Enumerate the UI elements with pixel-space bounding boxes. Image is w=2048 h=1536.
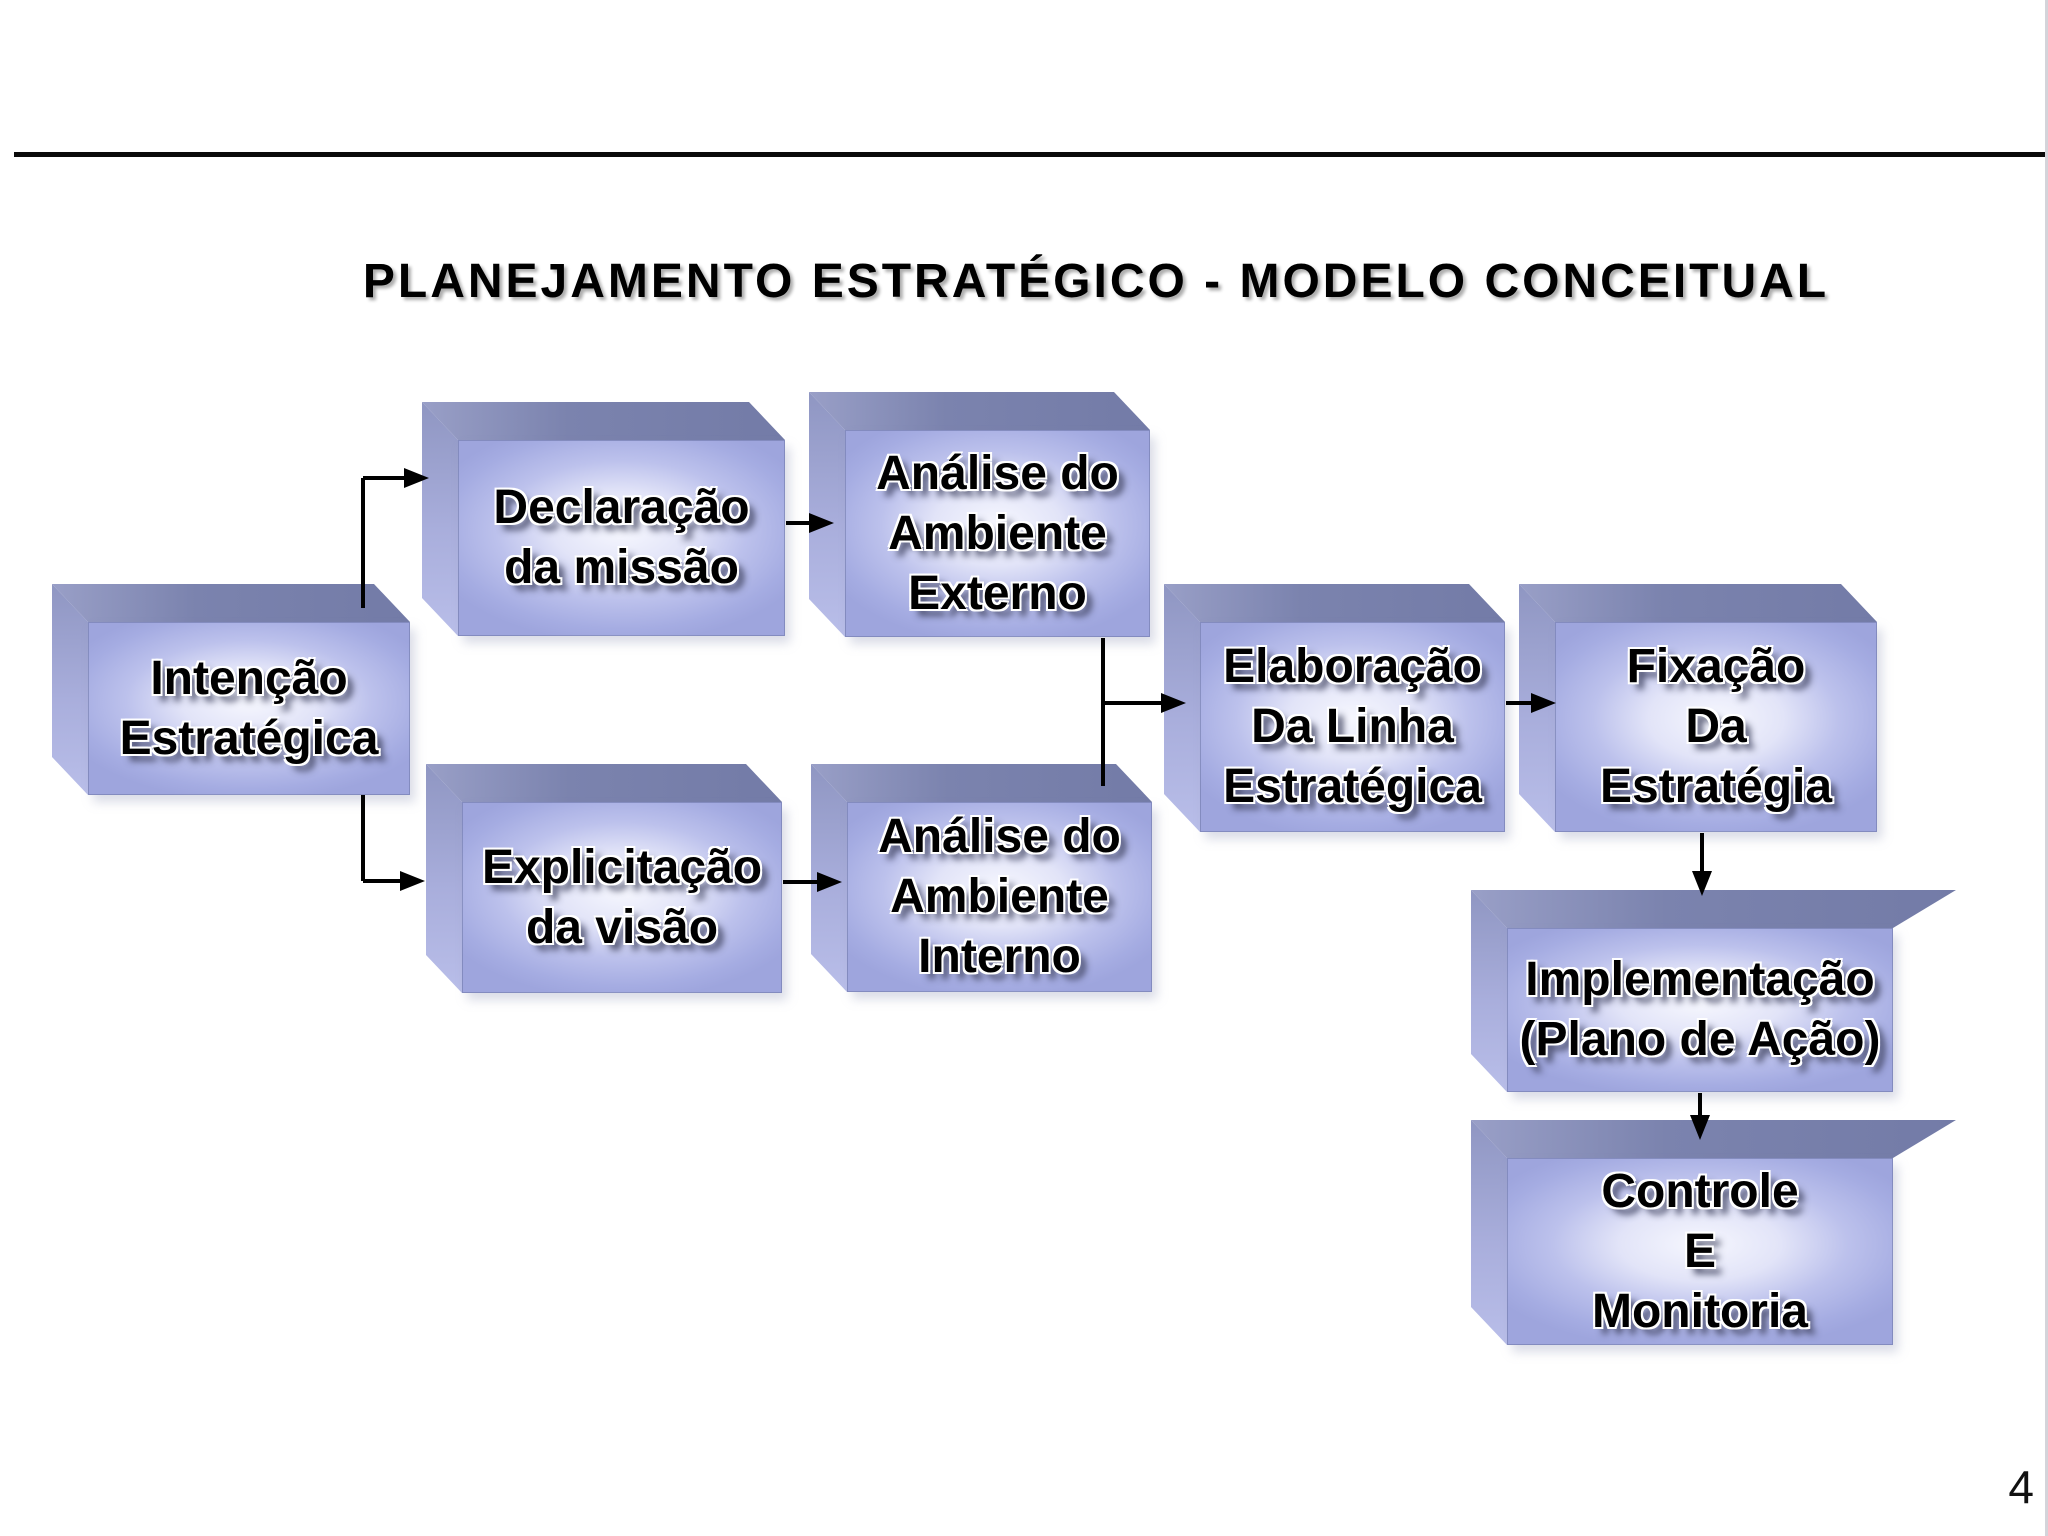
box-left-face	[422, 402, 458, 636]
box-label-line: Controle	[1601, 1164, 1799, 1218]
box-top-face	[426, 764, 782, 802]
box-front-face: Implementação (Plano de Ação)	[1507, 928, 1893, 1092]
box-elaboracao-linha-estrategica: Elaboração Da Linha Estratégica	[1200, 622, 1505, 832]
box-declaracao-da-missao: Declaração da missão	[458, 440, 785, 636]
box-controle-e-monitoria: Controle E Monitoria	[1507, 1158, 1893, 1345]
box-left-face	[809, 392, 845, 637]
box-front-face: Elaboração Da Linha Estratégica	[1200, 622, 1505, 832]
box-label-line: Externo	[908, 566, 1087, 620]
box-label-line: (Plano de Ação)	[1519, 1013, 1881, 1066]
box-top-face	[1164, 584, 1505, 622]
box-front-face: Explicitação da visão	[462, 802, 782, 993]
box-label-line: Ambiente	[890, 870, 1109, 923]
box-explicitacao-da-visao: Explicitação da visão	[462, 802, 782, 993]
box-front-face: Fixação Da Estratégia	[1555, 622, 1877, 832]
box-front-face: Declaração da missão	[458, 440, 785, 636]
box-top-face	[1471, 890, 1956, 928]
box-label-line: E	[1683, 1224, 1716, 1278]
box-label-line: Estratégica	[119, 711, 379, 765]
box-front-face: Análise do Ambiente Externo	[845, 430, 1150, 637]
box-label-line: da missão	[504, 541, 739, 594]
box-label-line: Da Linha	[1251, 700, 1454, 753]
box-front-face: Análise do Ambiente Interno	[847, 802, 1152, 992]
box-top-face	[1519, 584, 1877, 622]
box-left-face	[811, 764, 847, 992]
connector-intencao-explicitacao	[361, 795, 425, 891]
page-number: 4	[2008, 1461, 2034, 1513]
box-label-line: Interno	[918, 930, 1081, 983]
box-left-face	[52, 584, 88, 795]
box-fixacao-da-estrategia: Fixação Da Estratégia	[1555, 622, 1877, 832]
box-label-line: Da	[1685, 700, 1747, 753]
box-left-face	[1471, 890, 1507, 1092]
box-top-face	[809, 392, 1150, 430]
box-label-line: Explicitação	[481, 840, 763, 894]
box-label-line: Monitoria	[1592, 1284, 1808, 1338]
box-label-line: Ambiente	[888, 506, 1107, 560]
connector-fixacao-implementacao	[1692, 833, 1712, 896]
box-label-line: Declaração	[493, 481, 750, 534]
box-front-face: Intenção Estratégica	[88, 622, 410, 795]
box-top-face	[1471, 1120, 1956, 1158]
box-left-face	[1164, 584, 1200, 832]
box-label-line: Elaboração	[1223, 640, 1482, 693]
box-intencao-estrategica: Intenção Estratégica	[88, 622, 410, 795]
box-analise-ambiente-interno: Análise do Ambiente Interno	[847, 802, 1152, 992]
box-top-face	[811, 764, 1152, 802]
header-divider-line	[14, 152, 2048, 157]
box-label-line: Análise do	[876, 446, 1119, 500]
box-front-face: Controle E Monitoria	[1507, 1158, 1893, 1345]
box-label-line: Estratégia	[1599, 760, 1833, 813]
box-top-face	[422, 402, 785, 440]
box-analise-ambiente-externo: Análise do Ambiente Externo	[845, 430, 1150, 637]
slide-right-border	[2045, 0, 2048, 1536]
box-left-face	[1519, 584, 1555, 832]
box-top-face	[52, 584, 410, 622]
box-label-line: Análise do	[878, 810, 1121, 863]
box-label-line: Intenção	[150, 651, 348, 705]
slide-title: PLANEJAMENTO ESTRATÉGICO - MODELO CONCEI…	[362, 255, 1830, 308]
box-label-line: Estratégica	[1223, 760, 1482, 813]
box-label-line: Fixação	[1626, 640, 1806, 693]
box-left-face	[1471, 1120, 1507, 1345]
box-label-line: da visão	[525, 900, 719, 954]
box-implementacao-plano-de-acao: Implementação (Plano de Ação)	[1507, 928, 1893, 1092]
box-label-line: Implementação	[1525, 953, 1875, 1006]
box-left-face	[426, 764, 462, 993]
